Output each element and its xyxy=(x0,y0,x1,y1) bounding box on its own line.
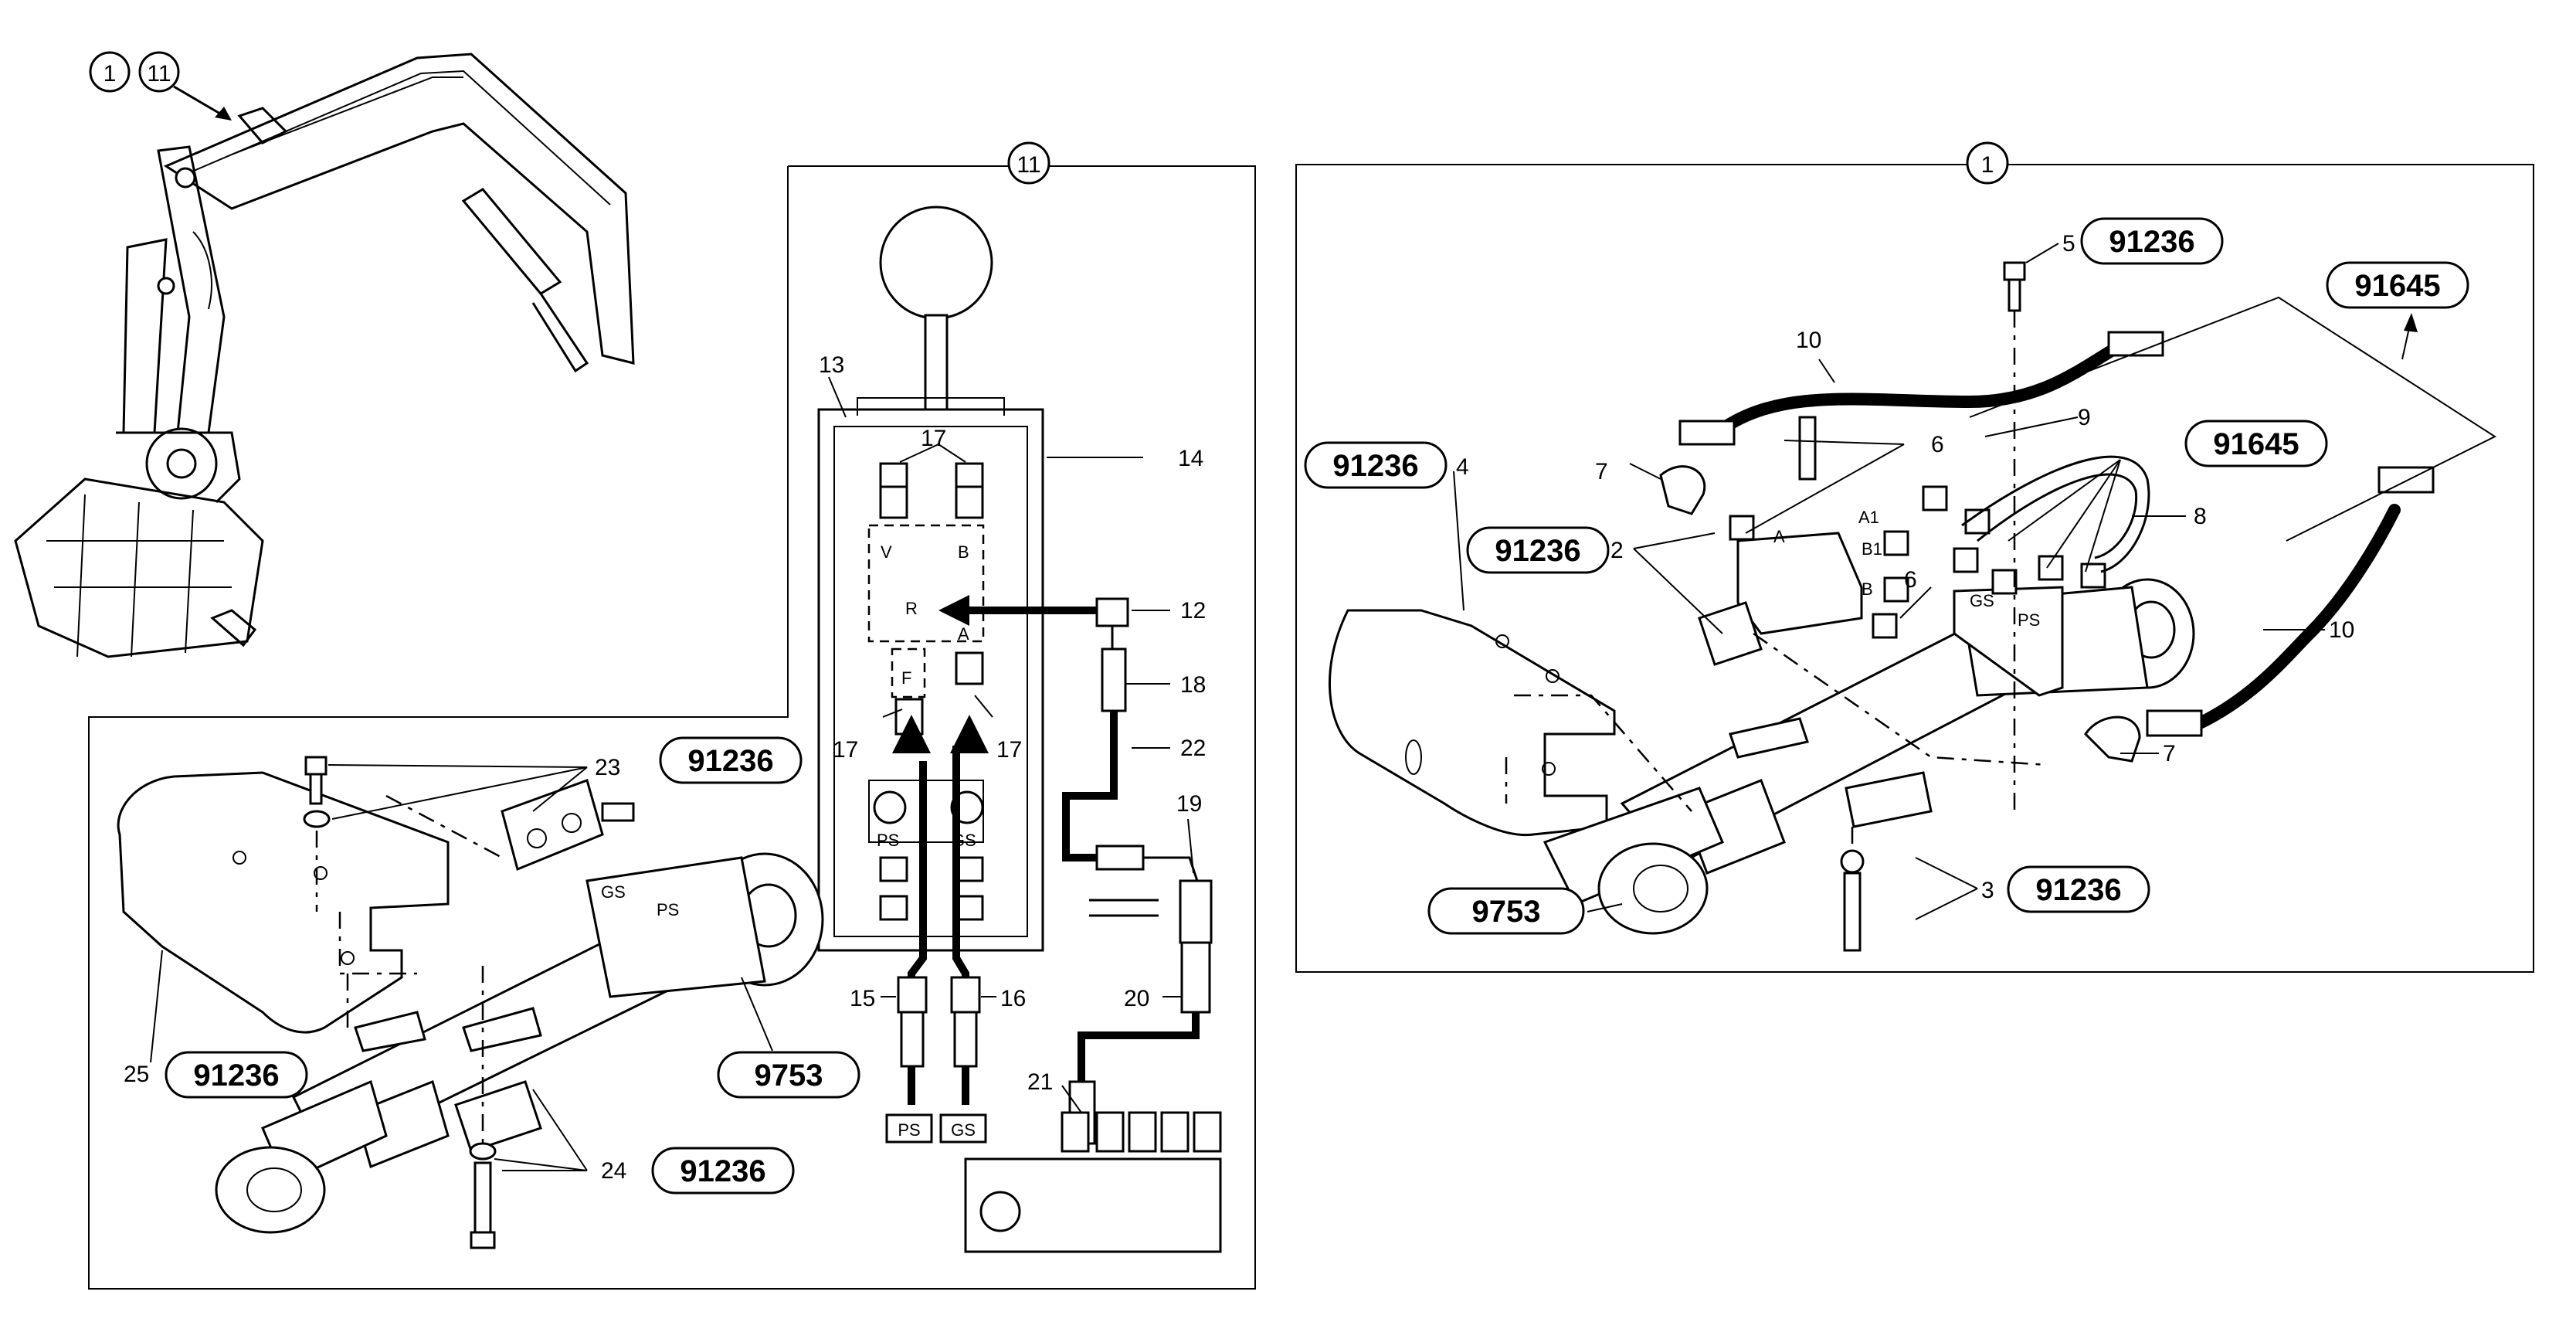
ref-pill-91645-top xyxy=(2326,261,2469,309)
item-10-right: 10 xyxy=(2329,617,2354,643)
item-15: 15 xyxy=(850,986,875,1011)
item-8: 8 xyxy=(2194,504,2207,529)
tag-gs xyxy=(939,1113,987,1144)
ref-91645-mid-label: 91645 xyxy=(2213,427,2299,461)
ref-pill-9753-bottom xyxy=(717,1051,860,1099)
valve-label-f: F xyxy=(901,668,911,688)
ref-pill-4 xyxy=(1304,441,1448,489)
ref-pill-25 xyxy=(165,1051,308,1099)
item-6-mid: 6 xyxy=(1904,567,1917,593)
port-label-a1: A1 xyxy=(1858,508,1879,527)
item-22: 22 xyxy=(1180,736,1206,761)
valve-block-2 xyxy=(1736,532,1863,635)
item-24: 24 xyxy=(601,1158,626,1184)
item-17-left: 17 xyxy=(833,737,858,763)
ref-24-label: 91236 xyxy=(680,1154,765,1188)
ref-pill-23 xyxy=(659,736,803,784)
valve-label-b: B xyxy=(958,542,969,562)
block-label-gs: GS xyxy=(1970,591,1994,610)
ref-3-label: 91236 xyxy=(2035,873,2121,907)
tag-ps xyxy=(885,1113,933,1144)
ref-pill-9753 xyxy=(1427,887,1585,935)
valve-label-r: R xyxy=(905,599,918,618)
item-7-right: 7 xyxy=(2163,741,2176,766)
item-10-top: 10 xyxy=(1796,328,1821,353)
circle-1-panel-callout xyxy=(1966,141,2009,185)
item-5: 5 xyxy=(2062,231,2075,257)
panel-1-circle-label: 1 xyxy=(1981,152,1994,178)
item-16: 16 xyxy=(1000,986,1026,1011)
ref-25-label: 91236 xyxy=(193,1059,279,1093)
item-13: 13 xyxy=(819,352,844,378)
ref-4-label: 91236 xyxy=(1332,449,1418,483)
circle-11-panel-callout xyxy=(1007,141,1050,185)
valve-label-ps: PS xyxy=(877,831,899,850)
circle-1-label: 1 xyxy=(104,61,117,87)
control-lever-assembly: V B R A F PS GS PS GS xyxy=(817,206,1222,1253)
valve-label-v: V xyxy=(881,542,892,562)
item-19: 19 xyxy=(1176,791,1202,817)
tag-gs-label: GS xyxy=(951,1120,976,1140)
block-label-gs-bottom: GS xyxy=(601,882,626,902)
port-label-b1: B1 xyxy=(1862,539,1882,559)
item-4: 4 xyxy=(1456,454,1469,480)
ref-pill-3 xyxy=(2007,865,2150,913)
item-18: 18 xyxy=(1180,672,1206,698)
valve-label-a: A xyxy=(958,624,969,644)
item-3: 3 xyxy=(1981,878,1994,903)
circle-11-callout xyxy=(138,51,180,93)
item-25: 25 xyxy=(124,1062,149,1087)
ref-5-label: 91236 xyxy=(2109,225,2194,259)
port-label-b: B xyxy=(1862,579,1873,599)
item-23: 23 xyxy=(595,755,620,780)
block-label-ps-bottom: PS xyxy=(657,900,679,919)
panel-11-frame: 11 xyxy=(88,141,1256,1290)
port-label-a: A xyxy=(1773,527,1785,546)
ref-pill-24 xyxy=(651,1147,795,1195)
cover-plate-4 xyxy=(1328,609,1616,837)
ref-91645-top-label: 91645 xyxy=(2354,269,2440,303)
item-20: 20 xyxy=(1124,986,1149,1011)
panel-1-frame: 1 xyxy=(1295,141,2534,973)
excavator-arm-illustration: 1 11 xyxy=(14,51,635,658)
cover-plate-25 xyxy=(117,771,450,1034)
item-6-top: 6 xyxy=(1931,432,1944,457)
panel-bottom-assembly: GS PS 23 25 24 91236 91236 xyxy=(117,736,860,1249)
ref-2-label: 91236 xyxy=(1495,534,1580,568)
ref-9753-label: 9753 xyxy=(1472,895,1541,929)
ref-9753-bottom-label: 9753 xyxy=(755,1059,823,1093)
ref-pill-91645-mid xyxy=(2184,420,2328,467)
panel-11-circle-label: 11 xyxy=(1016,152,1040,178)
ref-pill-5 xyxy=(2080,217,2224,265)
circle-1-callout xyxy=(89,51,131,93)
block-label-ps: PS xyxy=(2018,610,2040,630)
item-14: 14 xyxy=(1178,446,1203,471)
item-17-right: 17 xyxy=(996,737,1022,763)
item-2: 2 xyxy=(1610,538,1624,563)
item-12: 12 xyxy=(1180,598,1206,624)
item-9: 9 xyxy=(2078,405,2091,430)
lever-knob xyxy=(879,206,993,320)
ref-pill-2 xyxy=(1466,526,1610,574)
circle-11-label: 11 xyxy=(147,61,171,87)
tag-ps-label: PS xyxy=(898,1120,920,1140)
item-17-top: 17 xyxy=(921,426,946,451)
ref-23-label: 91236 xyxy=(687,744,773,778)
item-21: 21 xyxy=(1027,1069,1053,1095)
panel-1-assembly: GS PS A A1 B1 B xyxy=(1304,217,2497,952)
item-7-left: 7 xyxy=(1595,459,1608,484)
